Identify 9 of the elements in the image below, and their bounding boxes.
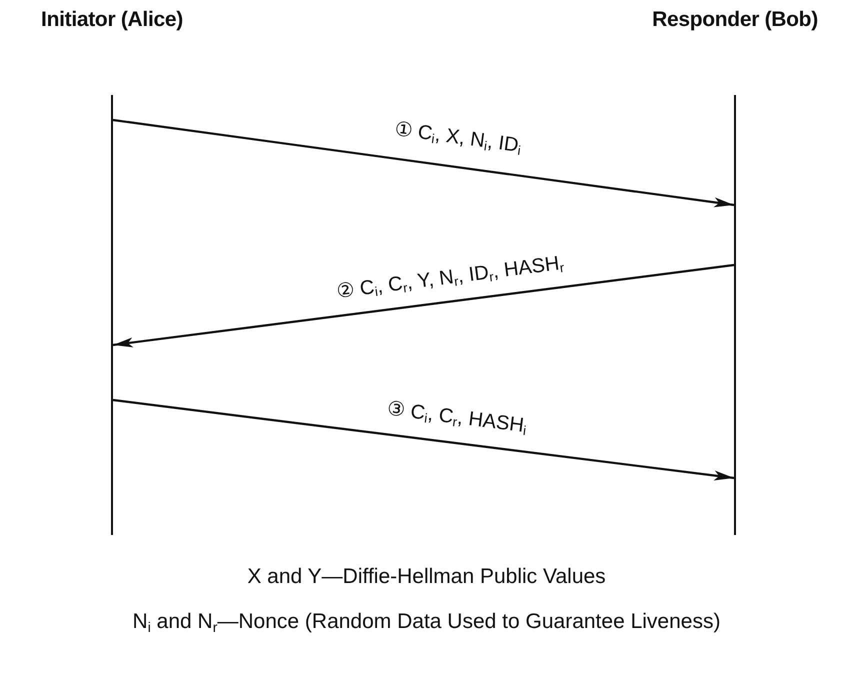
- arrow: [112, 118, 734, 208]
- participant-heading: Responder (Bob): [652, 8, 818, 32]
- legend-note: N$_{i}$ and N$_{r}$—Nonce (Random Data Used to Guarantee Liveness): [132, 610, 722, 635]
- edge-label: ③ C$_{i}$, C$_{r}$, HASH$_{i}$: [386, 396, 528, 438]
- arrow: [112, 264, 734, 348]
- legend-note: X and Y—Diffie-Hellman Public Values: [246, 565, 607, 589]
- arrow: [112, 398, 734, 480]
- edge-label: ① C$_{i}$, X, N$_{i}$, ID$_{i}$: [392, 116, 522, 158]
- participant-heading: Initiator (Alice): [41, 8, 183, 32]
